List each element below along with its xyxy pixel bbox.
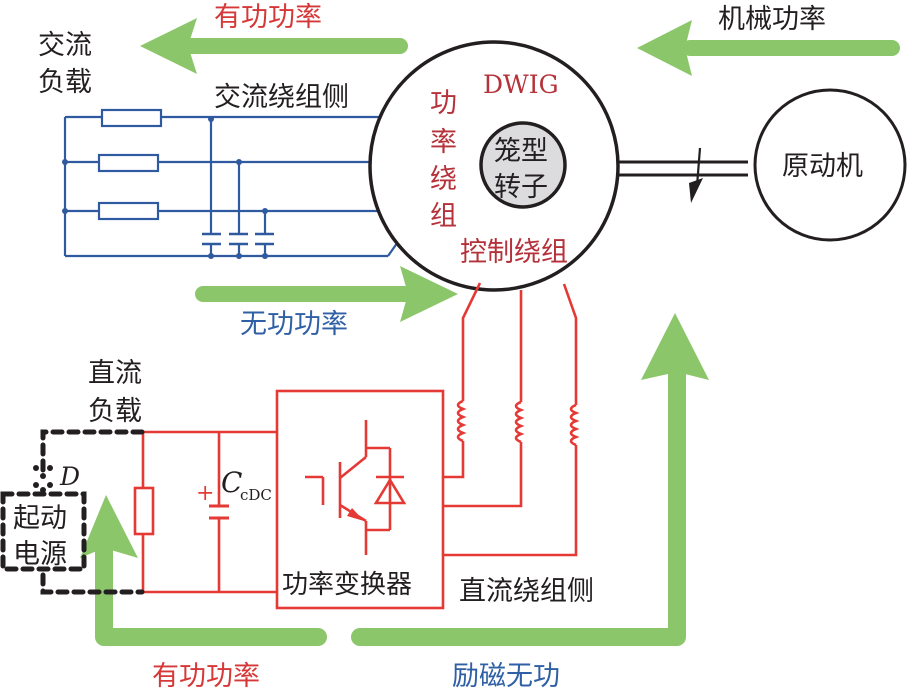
ac-winding-side-label: 交流绕组侧 bbox=[214, 82, 349, 113]
ac-load-label-2: 负载 bbox=[38, 67, 92, 98]
ac-resistor-2 bbox=[97, 153, 160, 173]
ac-junction-dots bbox=[62, 116, 268, 259]
ac-load-label-1: 交流 bbox=[38, 30, 92, 61]
prime-mover-circle bbox=[753, 88, 907, 242]
diode-d-icon bbox=[33, 465, 53, 493]
active-power-top-label: 有功功率 bbox=[214, 2, 322, 33]
start-source-dashed bbox=[0, 429, 145, 595]
converter-label: 功率变换器 bbox=[282, 570, 412, 600]
capacitor-sub-label: cDC bbox=[240, 486, 272, 504]
dc-link-circuit bbox=[133, 430, 277, 594]
rotation-arrow-icon bbox=[689, 147, 703, 203]
reactive-power-arrow bbox=[195, 266, 458, 322]
ac-load-circuit bbox=[63, 108, 413, 258]
active-power-arrow-bottom bbox=[80, 495, 327, 646]
dc-load-label-2: 负载 bbox=[88, 396, 142, 427]
control-winding-label: 控制绕组 bbox=[460, 237, 568, 268]
excitation-reactive-arrow bbox=[351, 313, 709, 646]
diode-label: D bbox=[59, 462, 80, 491]
prime-mover-label: 原动机 bbox=[782, 151, 863, 182]
igbt-emitter-arrow-icon bbox=[347, 508, 364, 521]
power-winding-label-2: 率 bbox=[430, 127, 457, 158]
start-source-box bbox=[0, 491, 87, 572]
converter-box bbox=[275, 389, 445, 610]
ac-resistor-3 bbox=[97, 201, 160, 221]
start-source-label-1: 起动 bbox=[13, 503, 67, 534]
ac-resistor-1 bbox=[100, 108, 163, 128]
mechanical-power-label: 机械功率 bbox=[718, 4, 826, 35]
power-winding-label-3: 绕 bbox=[430, 164, 457, 195]
machine-name-label: DWIG bbox=[483, 70, 559, 99]
power-winding-label-4: 组 bbox=[430, 201, 457, 232]
reactive-power-label: 无功功率 bbox=[240, 309, 348, 340]
rotor-label-1: 笼型 bbox=[494, 136, 548, 167]
cage-rotor-circle bbox=[479, 121, 567, 209]
control-winding-leads bbox=[442, 282, 580, 557]
mechanical-power-arrow bbox=[637, 20, 900, 76]
dc-winding-side-label: 直流绕组侧 bbox=[459, 576, 594, 607]
capacitor-main-label: C bbox=[221, 466, 242, 499]
active-power-bottom-label: 有功功率 bbox=[152, 661, 260, 692]
excitation-reactive-label: 励磁无功 bbox=[452, 661, 560, 692]
dc-load-resistor bbox=[133, 486, 155, 536]
capacitor-plus-label: + bbox=[196, 481, 214, 506]
active-power-arrow-top bbox=[140, 18, 408, 74]
dc-load-label-1: 直流 bbox=[88, 358, 142, 389]
power-converter bbox=[275, 389, 445, 610]
shaft bbox=[617, 160, 748, 177]
start-source-label-2: 电源 bbox=[13, 539, 67, 570]
rotor-label-2: 转子 bbox=[494, 172, 548, 203]
power-winding-label-1: 功 bbox=[430, 88, 457, 119]
